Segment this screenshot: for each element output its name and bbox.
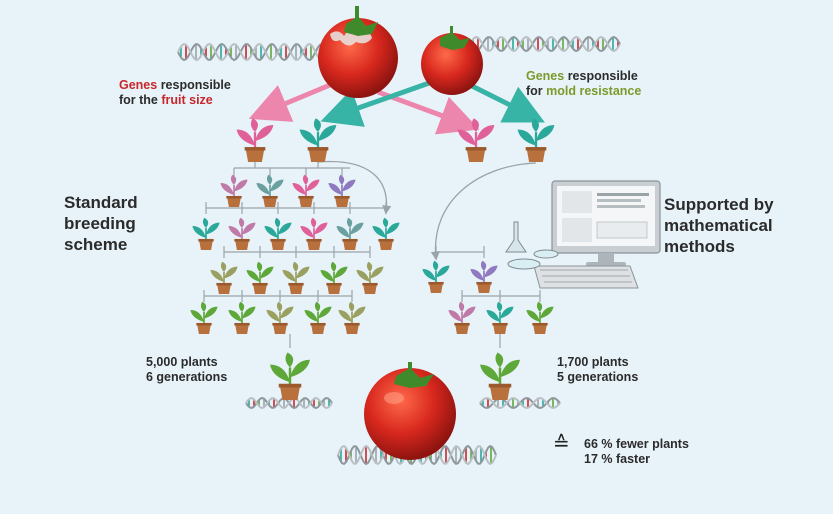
left-gen3-plant-1 xyxy=(210,261,238,294)
dna-strand-small-left xyxy=(245,396,333,410)
left-gen3-plant-4 xyxy=(320,261,348,294)
left-gen4-plant-3 xyxy=(266,301,294,334)
supported-methods-title: Supported by mathematical methods xyxy=(664,194,774,257)
right-gen2-plant-1 xyxy=(448,301,476,334)
supported-generations-count: 5 generations xyxy=(557,370,639,384)
parent-plant-1 xyxy=(236,118,274,162)
left-gen4-plant-2 xyxy=(228,301,256,334)
standard-plants-count: 5,000 plants xyxy=(146,355,218,369)
responsible-left: responsible xyxy=(157,78,231,92)
fruit-size-text: fruit size xyxy=(161,93,213,107)
parent-plant-3 xyxy=(457,118,495,162)
standard-line-1: Standard xyxy=(64,193,138,212)
plants xyxy=(190,118,597,400)
left-gen2-plant-1 xyxy=(192,217,220,250)
left-final-plant xyxy=(270,352,310,400)
left-gen4-plant-1 xyxy=(190,301,218,334)
dna-strand-right xyxy=(469,35,621,53)
tomato-small-right xyxy=(421,26,483,95)
left-gen1-plant-4 xyxy=(328,174,356,207)
standard-line-2: breeding xyxy=(64,214,136,233)
supported-stats: 1,700 plants 5 generations xyxy=(557,355,638,385)
standard-breeding-title: Standard breeding scheme xyxy=(64,192,138,255)
for-the-text: for the xyxy=(119,93,162,107)
faster-text: 17 % faster xyxy=(584,452,651,466)
corresponds-to-icon: ≙ xyxy=(553,433,570,455)
left-gen3-plant-5 xyxy=(356,261,384,294)
supported-line-1: Supported by xyxy=(664,195,774,214)
left-gen2-plant-5 xyxy=(336,217,364,250)
responsible-right: responsible xyxy=(564,69,638,83)
left-gen4-plant-4 xyxy=(304,301,332,334)
left-gen1-plant-2 xyxy=(256,174,284,207)
tomato-result xyxy=(364,362,456,460)
curved-arrow-right xyxy=(430,162,537,261)
left-gen1-plant-1 xyxy=(220,174,248,207)
tomato-large-left xyxy=(318,6,398,98)
genes-word-left: Genes xyxy=(119,78,158,92)
parent-arrows xyxy=(248,79,545,135)
standard-generations-count: 6 generations xyxy=(146,370,228,384)
right-final-plant xyxy=(480,352,520,400)
result-summary: 66 % fewer plants 17 % faster xyxy=(584,437,689,467)
supported-line-3: methods xyxy=(664,237,735,256)
left-gen3-plant-2 xyxy=(246,261,274,294)
dna-strand-small-right xyxy=(479,396,561,410)
curved-arrow-left xyxy=(317,160,392,215)
standard-line-3: scheme xyxy=(64,235,128,254)
left-gen2-plant-4 xyxy=(300,217,328,250)
breeding-tree-lines xyxy=(203,160,541,348)
fewer-plants-text: 66 % fewer plants xyxy=(584,437,689,451)
right-gen1-plant-2 xyxy=(470,260,498,293)
genes-word-right: Genes xyxy=(526,69,565,83)
left-gen2-plant-3 xyxy=(264,217,292,250)
left-gen2-plant-2 xyxy=(228,217,256,250)
standard-stats: 5,000 plants 6 generations xyxy=(146,355,227,385)
mold-resistance-text: mold resistance xyxy=(546,84,642,98)
left-gen3-plant-3 xyxy=(282,261,310,294)
right-gen2-plant-3 xyxy=(526,301,554,334)
left-gen4-plant-5 xyxy=(338,301,366,334)
right-gen2-plant-2 xyxy=(486,301,514,334)
left-gen2-plant-6 xyxy=(372,217,400,250)
label-mold-resistance-genes: Genes responsible for mold resistance xyxy=(526,69,641,99)
label-fruit-size-genes: Genes responsible for the fruit size xyxy=(119,78,231,108)
for-text: for xyxy=(526,84,547,98)
supported-line-2: mathematical xyxy=(664,216,773,235)
left-gen1-plant-3 xyxy=(292,174,320,207)
right-gen1-plant-1 xyxy=(422,260,450,293)
parent-plant-2 xyxy=(299,118,337,162)
dna-strand-left xyxy=(177,42,329,62)
computer-illustration xyxy=(505,180,661,289)
parent-plant-4 xyxy=(517,118,555,162)
supported-plants-count: 1,700 plants xyxy=(557,355,629,369)
